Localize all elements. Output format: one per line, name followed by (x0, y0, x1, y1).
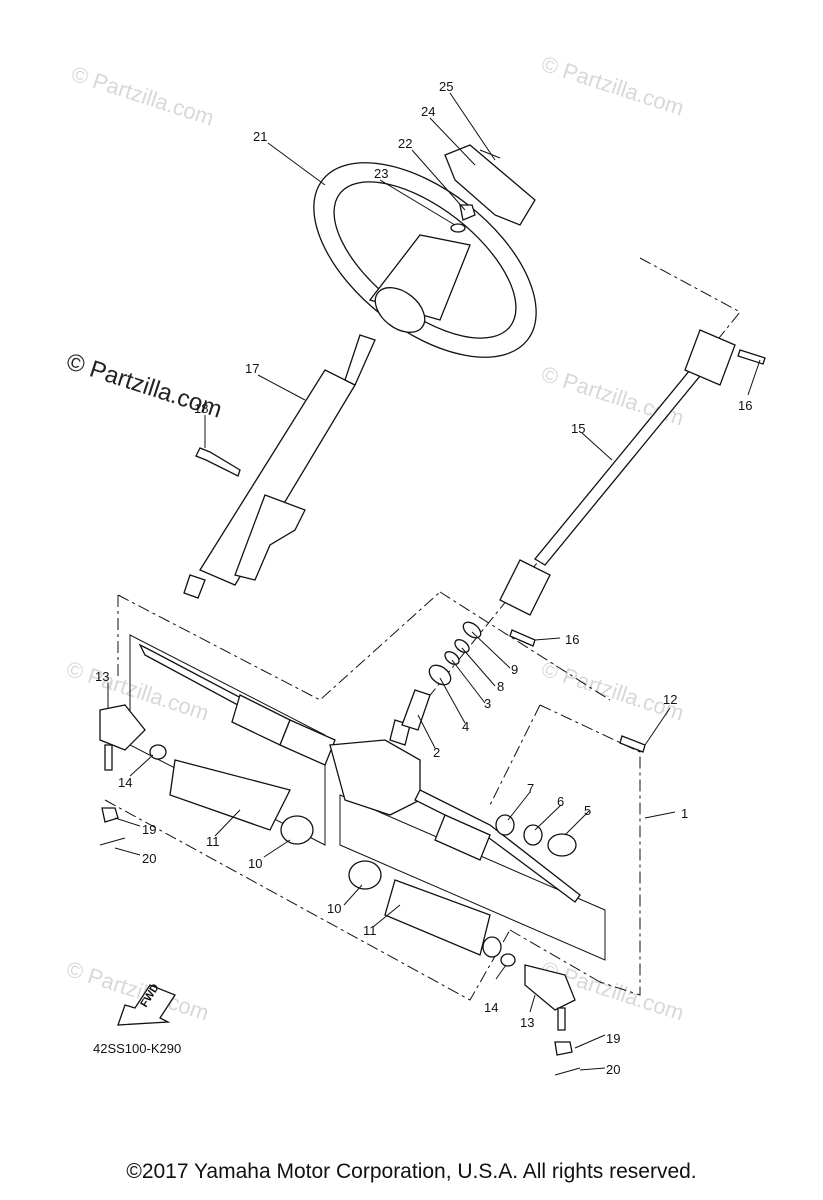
rack-box-outline (539, 704, 641, 996)
watermark: © Partzilla.com (538, 361, 687, 431)
callout-20: 20 (142, 851, 156, 866)
copyright-notice: ©2017 Yamaha Motor Corporation, U.S.A. A… (126, 1160, 697, 1183)
callout-5: 5 (584, 803, 591, 818)
callout-24: 24 (421, 104, 435, 119)
callout-18: 18 (194, 401, 208, 416)
upper-assembly-outline (117, 591, 441, 701)
rack-box-outline-inner (489, 704, 541, 806)
callout-13: 13 (520, 1015, 534, 1030)
steering-shaft (499, 329, 766, 647)
left-boot-frame (129, 634, 326, 846)
callout-7: 7 (527, 781, 534, 796)
rack-and-housing (138, 643, 581, 903)
callout-9: 9 (511, 662, 518, 677)
left-boot-assembly (99, 704, 314, 846)
assembly-outlines (104, 257, 741, 1001)
callout-10: 10 (327, 901, 341, 916)
callout-21: 21 (253, 129, 267, 144)
watermark: © Partzilla.com (68, 61, 217, 131)
callout-1: 1 (681, 806, 688, 821)
callout-11: 11 (206, 834, 220, 849)
pinion-parts (389, 621, 482, 746)
callout-12: 12 (663, 692, 677, 707)
callout-19: 19 (142, 822, 156, 837)
callout-17: 17 (245, 361, 259, 376)
lower-right-outline (509, 929, 601, 983)
callout-16: 16 (738, 398, 752, 413)
right-boot-assembly (348, 860, 581, 1076)
callout-8: 8 (497, 679, 504, 694)
callout-2: 2 (433, 745, 440, 760)
callout-4: 4 (462, 719, 469, 734)
watermark: © Partzilla.com (63, 656, 212, 726)
right-rack-frame (339, 794, 606, 961)
callout-10: 10 (248, 856, 262, 871)
horn-cap (444, 144, 536, 226)
callout-22: 22 (398, 136, 412, 151)
callout-23: 23 (374, 166, 388, 181)
callout-19: 19 (606, 1031, 620, 1046)
callout-3: 3 (484, 696, 491, 711)
steering-column (183, 334, 376, 599)
callout-25: 25 (439, 79, 453, 94)
part-number-callouts: 1 2 3 4 5 6 7 8 9 10 10 11 11 12 13 13 1… (95, 79, 752, 1077)
callout-14: 14 (118, 775, 132, 790)
leader-lines (107, 92, 761, 1071)
callout-20: 20 (606, 1062, 620, 1077)
adjuster-parts (495, 735, 646, 857)
callout-16: 16 (565, 632, 579, 647)
callout-11: 11 (363, 923, 377, 938)
callout-15: 15 (571, 421, 585, 436)
assembly-outline-right (439, 591, 611, 701)
reference-code: 42SS100-K290 (93, 1041, 181, 1056)
column-bolt (195, 447, 241, 477)
steering-wheel (313, 162, 537, 358)
watermark: © Partzilla.com (538, 51, 687, 121)
callout-14: 14 (484, 1000, 498, 1015)
callout-13: 13 (95, 669, 109, 684)
callout-6: 6 (557, 794, 564, 809)
